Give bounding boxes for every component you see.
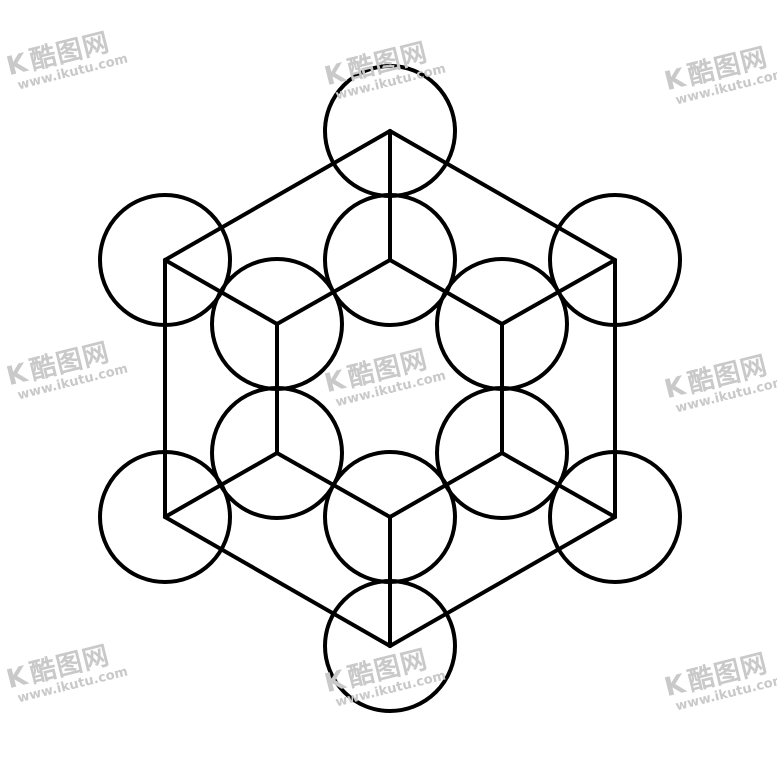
circles	[98, 64, 682, 713]
circle	[548, 450, 682, 584]
circle	[323, 193, 457, 327]
outer-hexagon-edge	[163, 515, 392, 648]
outer-hexagon-edge	[388, 129, 617, 262]
circle	[323, 450, 457, 584]
circle	[98, 450, 232, 584]
circle	[548, 193, 682, 327]
circle	[435, 386, 569, 520]
outer-hexagon-edge	[163, 129, 392, 262]
circle	[210, 386, 344, 520]
circle	[98, 193, 232, 327]
outer-hexagon-edge	[388, 515, 617, 648]
